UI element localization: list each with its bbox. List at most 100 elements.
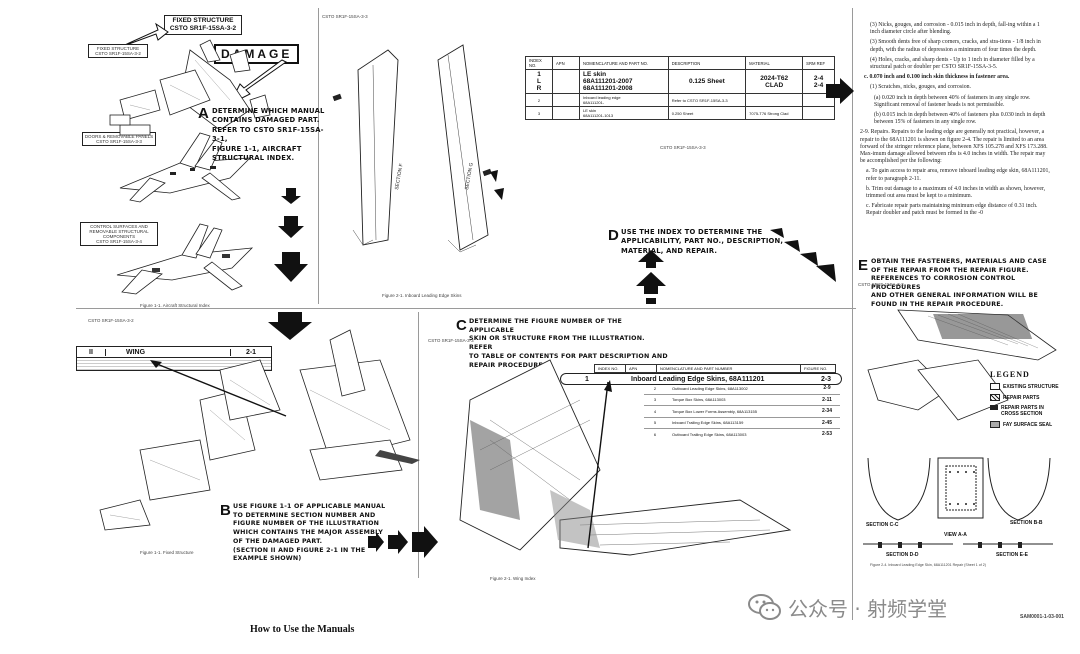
row1-part: 68A111201-2008 <box>583 85 633 92</box>
wing-index-header: INDEX NO. APN NOMENCLATURE AND PART NUMB… <box>594 364 836 373</box>
legend-item: REPAIR PARTS IN CROSS SECTION <box>990 405 1070 417</box>
row1-mat: 2024-T62 <box>760 74 789 82</box>
repair-text-column: (3) Nicks, gouges, and corrosion - 0.015… <box>860 22 1050 221</box>
legend-item-label: REPAIR PARTS IN CROSS SECTION <box>1001 405 1044 417</box>
main-row-ref: 2-3 <box>820 375 832 383</box>
step-a-line: DETERMINE WHICH MANUAL <box>212 107 325 115</box>
swatch-repair-icon <box>990 394 1000 401</box>
header-material: MATERIAL <box>745 56 804 70</box>
row-index: 6 <box>653 431 657 437</box>
index-table: INDEX NO. APN NOMENCLATURE AND PART NO. … <box>525 56 835 120</box>
wing-index-table: INDEX NO. APN NOMENCLATURE AND PART NUMB… <box>594 364 836 373</box>
panel-b-caption: Figure 1-1. Fixed Structure <box>140 550 194 555</box>
watermark-text: 公众号 · 射频学堂 <box>788 596 948 621</box>
step-c-letter: C <box>456 317 467 334</box>
wing-index-main-row: 1 Inboard Leading Edge Skins, 68A111201 … <box>560 373 842 385</box>
aircraft-control-surfaces-icon <box>116 223 254 295</box>
repair-paragraph: (1) Scratches, nicks, gouges, and corros… <box>870 84 971 91</box>
wechat-logo-icon <box>748 594 781 620</box>
small-box-2-line1: DOORS & REMOVABLE PANELS <box>84 134 154 139</box>
section-label-d: SECTION D-D <box>886 552 919 558</box>
small-arrows-icon <box>490 170 504 200</box>
row1-index-value: 1 <box>537 71 541 78</box>
leading-edge-skin-drawing-icon: SECTION F SECTION G <box>332 44 492 253</box>
legend-item-label: FAY SURFACE SEAL <box>1003 421 1053 428</box>
index-table-container: INDEX NO. APN NOMENCLATURE AND PART NO. … <box>525 56 835 120</box>
step-b-line: OF THE DAMAGED PART. <box>233 537 323 545</box>
row-ref: 2-9 <box>823 385 831 392</box>
legend-title: LEGEND <box>990 370 1030 379</box>
table-row: 5 Inboard Trailing Edge Skins, 68A113159… <box>644 418 840 429</box>
step-d-text: USE THE INDEX TO DETERMINE THE APPLICABI… <box>621 228 791 256</box>
index-table-footer: CSTO SR1F-15SA-3-3 <box>660 145 706 150</box>
wing-table-title: WING <box>126 348 146 356</box>
repair-paragraph: (3) Nicks, gouges, and corrosion - 0.015… <box>870 22 1040 36</box>
step-a-line: STRUCTURAL INDEX. <box>212 154 295 163</box>
step-d-letter: D <box>608 227 619 244</box>
step-c-line: SKIN OR STRUCTURE FROM THE ILLUSTRATION.… <box>469 335 645 352</box>
table-row: 3 Torque Box Skins, 68A113003 2-11 <box>644 395 840 406</box>
row3-index: 3 <box>525 106 553 120</box>
wing-exploded-drawing-icon <box>99 329 420 531</box>
step-b-text: USE FIGURE 1-1 OF APPLICABLE MANUAL TO D… <box>233 503 403 564</box>
table-row: 2 Outboard Leading Edge Skins, 68A113002… <box>644 383 840 395</box>
step-a-line: CONTAINS DAMAGED PART. <box>212 116 320 125</box>
page-footer-title: How to Use the Manuals <box>250 624 355 635</box>
row2-nom2: 68A111201- <box>583 100 605 105</box>
repair-paragraph: (3) Smooth dents free of sharp corners, … <box>870 39 1041 53</box>
vertical-divider-mid <box>418 312 419 578</box>
row3-nom2: 68A111201-1013 <box>583 113 614 118</box>
repair-paragraph: 2-9. Repairs. Repairs to the leading edg… <box>860 129 1048 165</box>
drawing-page-id: CSTO SR1F-15SA-3-3 <box>322 14 368 19</box>
pointer-line-c-icon <box>587 380 612 549</box>
wing-table-section: II <box>77 348 106 356</box>
row2-nom: Inboard leading edge <box>583 95 621 100</box>
wing-table-header: II WING 2-1 <box>77 347 271 358</box>
header-index: INDEX NO. <box>525 56 553 70</box>
small-box-doors-panels: DOORS & REMOVABLE PANELS CSTO SR1F-15SA-… <box>82 132 156 146</box>
repair-paragraph: c. 0.070 inch and 0.100 inch skin thickn… <box>864 74 1010 81</box>
main-row-nomenclature: Inboard Leading Edge Skins, 68A111201 <box>631 375 765 383</box>
row3-description: 0.250 Sheet <box>667 106 747 120</box>
row3-material: 7075-T76 Strong Clad <box>745 106 804 120</box>
step-e-line: FOUND IN THE REPAIR PROCEDURE. <box>871 300 1004 308</box>
svg-text:SECTION G: SECTION G <box>464 162 475 190</box>
row-nomenclature: Outboard Trailing Edge Skins, 68A113003 <box>672 431 747 437</box>
step-c-line: DETERMINE THE FIGURE NUMBER OF THE APPLI… <box>469 318 622 334</box>
section-views-drawing-icon <box>863 457 1053 548</box>
drawing-number: SAM0001-1-03-001 <box>1020 614 1064 620</box>
row1-part: 68A111201-2007 <box>583 78 633 85</box>
row3-nom: LE skin <box>583 108 597 113</box>
step-b-line: USE FIGURE 1-1 OF APPLICABLE MANUAL <box>233 503 386 510</box>
right-arrows-icon <box>368 526 438 558</box>
down-arrows-icon <box>274 188 308 282</box>
step-a-text: DETERMINE WHICH MANUAL CONTAINS DAMAGED … <box>212 107 330 163</box>
legend-item-label: REPAIR PARTS <box>1003 394 1040 401</box>
row-nomenclature: Inboard Trailing Edge Skins, 68A113159 <box>672 420 744 426</box>
row-index: 2 <box>653 385 657 391</box>
swatch-existing-icon <box>990 383 1000 390</box>
main-row-index: 1 <box>585 375 589 383</box>
wing-index-rows: 2 Outboard Leading Edge Skins, 68A113002… <box>644 383 840 440</box>
row1-ref-2: 2-4 <box>813 81 824 89</box>
row-index: 5 <box>653 420 657 426</box>
header-nomenclature: NOMENCLATURE AND PART NO. <box>579 56 669 70</box>
step-b-letter: B <box>220 502 231 519</box>
row-ref: 2-53 <box>821 431 832 438</box>
panel-e-page-id: CSTO SR1F-15SA-3-3 <box>858 282 904 287</box>
legend-item: REPAIR PARTS <box>990 394 1070 401</box>
row-index: 3 <box>653 397 657 403</box>
wing-table: II WING 2-1 <box>76 346 272 371</box>
step-d-line: APPLICABILITY, PART NO., DESCRIPTION, <box>621 237 784 246</box>
row-nomenclature: Torque Box Skins, 68A113003 <box>672 397 726 403</box>
repair-paragraph: b. Trim out damage to a maximum of 4.0 i… <box>866 185 1046 200</box>
row2-material <box>745 93 804 107</box>
svg-text:SECTION F: SECTION F <box>394 163 405 190</box>
row2-description: Refer to CSTO SR1F-15SA-3-3 <box>667 93 747 107</box>
row1-mat2: CLAD <box>765 81 784 89</box>
vertical-divider-right <box>852 8 853 620</box>
section-label-view-a: VIEW A-A <box>944 532 967 538</box>
step-a-line: REFER TO CSTO SR1F-15SA-3-1, <box>212 125 324 144</box>
